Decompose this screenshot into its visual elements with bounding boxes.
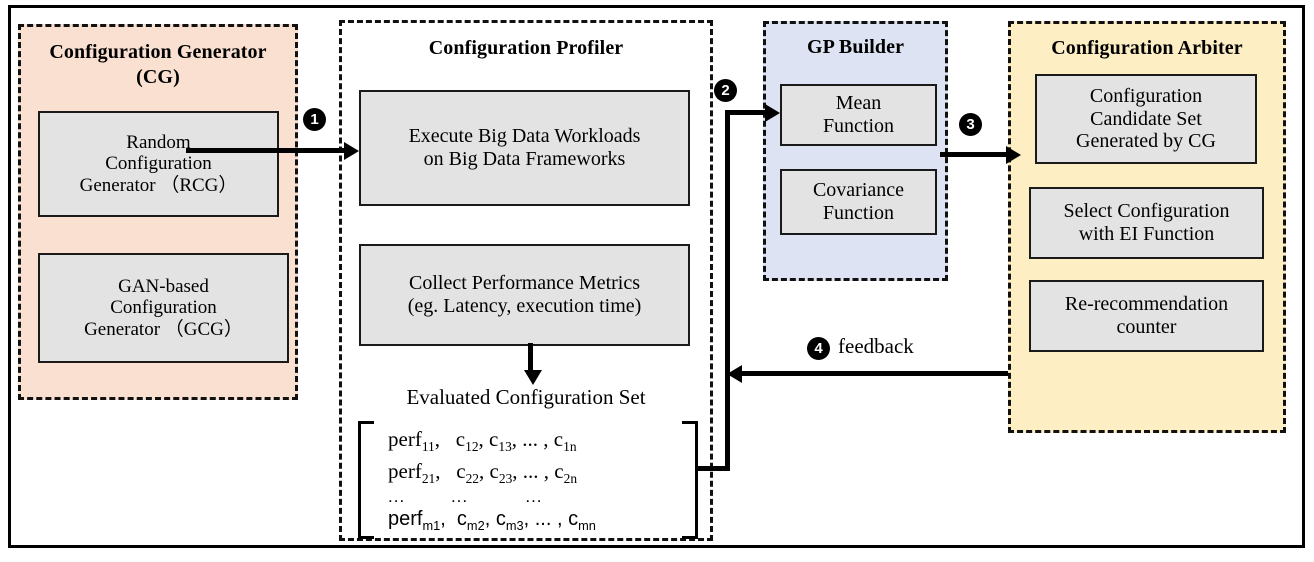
matrix-row: perf11, c12, c13, ... , c1n — [388, 427, 577, 455]
arrow-collect-to-set-head — [524, 370, 542, 385]
box-configuration-candidate-set[interactable]: Configuration Candidate Set Generated by… — [1035, 74, 1257, 164]
box-collect-performance-metrics[interactable]: Collect Performance Metrics (eg. Latency… — [359, 244, 690, 346]
box-covariance-function[interactable]: Covariance Function — [780, 169, 937, 235]
covariance-line1: Covariance — [812, 179, 905, 202]
arbiter-title: Configuration Arbiter — [1051, 37, 1243, 59]
gcg-line1: GAN-based — [118, 275, 209, 297]
gcg-line3: Generator （GCG） — [84, 318, 243, 340]
covariance-line2: Function — [822, 202, 895, 224]
matrix-row: ... ... ... — [388, 487, 543, 507]
arrow-2-top-line — [725, 110, 769, 115]
arrow-4-feedback-head — [727, 364, 742, 383]
arrow-2-bottom-line — [695, 466, 730, 471]
matrix-row: perfm1, cm2, cm3, ... , cmn — [388, 508, 596, 534]
counter-line2: counter — [1116, 316, 1177, 338]
group-gp-builder: GP Builder Mean Function Covariance Func… — [763, 21, 948, 281]
arrow-3-head — [1006, 145, 1021, 164]
cg-title-line1: Configuration Generator — [49, 41, 267, 63]
step-badge-3: 3 — [959, 113, 982, 136]
execute-line2: on Big Data Frameworks — [423, 148, 626, 170]
matrix-bracket-left — [358, 421, 374, 539]
group-configuration-arbiter: Configuration Arbiter Configuration Cand… — [1008, 21, 1286, 433]
group-title-gp-builder: GP Builder — [766, 36, 945, 59]
cg-title-line2: (CG) — [136, 66, 180, 88]
evaluated-configuration-matrix: perf11, c12, c13, ... , c1n perf21, c22,… — [358, 421, 698, 539]
matrix-row: perf21, c22, c23, ... , c2n — [388, 458, 578, 486]
group-title-configuration-profiler: Configuration Profiler — [342, 37, 710, 60]
counter-line1: Re-recommendation — [1064, 293, 1229, 316]
group-configuration-profiler: Configuration Profiler Execute Big Data … — [339, 20, 713, 541]
select-line1: Select Configuration — [1063, 200, 1230, 223]
matrix-bracket-right — [682, 421, 698, 539]
group-title-configuration-generator: Configuration Generator (CG) — [21, 41, 295, 89]
arrow-collect-to-set-line — [528, 343, 533, 373]
arrow-4-feedback-line — [740, 371, 1008, 376]
box-random-configuration-generator[interactable]: Random Configuration Generator （RCG） — [38, 111, 279, 217]
rcg-line3: Generator （RCG） — [79, 174, 238, 196]
step-badge-1: 1 — [303, 108, 326, 131]
box-re-recommendation-counter[interactable]: Re-recommendation counter — [1029, 280, 1264, 352]
group-title-configuration-arbiter: Configuration Arbiter — [1011, 37, 1283, 60]
arrow-1-line — [186, 148, 346, 153]
arrow-2-vertical-line — [725, 110, 730, 466]
candidate-line1: Configuration — [1089, 84, 1203, 107]
profiler-title: Configuration Profiler — [428, 37, 624, 59]
box-mean-function[interactable]: Mean Function — [780, 84, 937, 146]
gp-title: GP Builder — [806, 36, 905, 58]
label-evaluated-configuration-set: Evaluated Configuration Set — [406, 385, 646, 409]
rcg-line2: Configuration — [105, 153, 212, 175]
collect-line1: Collect Performance Metrics — [408, 272, 641, 295]
select-line2: with EI Function — [1078, 223, 1215, 245]
execute-line1: Execute Big Data Workloads — [408, 125, 641, 148]
mean-line1: Mean — [835, 92, 882, 115]
arrow-1-head — [344, 141, 359, 160]
matrix-rows: perf11, c12, c13, ... , c1n perf21, c22,… — [388, 425, 678, 534]
collect-line2: (eg. Latency, execution time) — [407, 295, 642, 317]
candidate-line2: Candidate Set — [1090, 107, 1202, 130]
box-gan-based-configuration-generator[interactable]: GAN-based Configuration Generator （GCG） — [38, 253, 289, 363]
arrow-3-line — [940, 152, 1010, 157]
gcg-line2: Configuration — [110, 297, 217, 319]
rcg-line1: Random — [126, 131, 191, 153]
box-execute-big-data-workloads[interactable]: Execute Big Data Workloads on Big Data F… — [359, 90, 690, 206]
group-configuration-generator: Configuration Generator (CG) Random Conf… — [18, 24, 298, 400]
step-badge-2: 2 — [714, 79, 737, 102]
candidate-line3: Generated by CG — [1076, 130, 1216, 153]
box-select-configuration-ei[interactable]: Select Configuration with EI Function — [1029, 187, 1264, 259]
arrow-2-head — [765, 103, 780, 122]
label-feedback: feedback — [838, 334, 914, 358]
mean-line2: Function — [822, 115, 895, 137]
step-badge-4: 4 — [807, 337, 830, 360]
